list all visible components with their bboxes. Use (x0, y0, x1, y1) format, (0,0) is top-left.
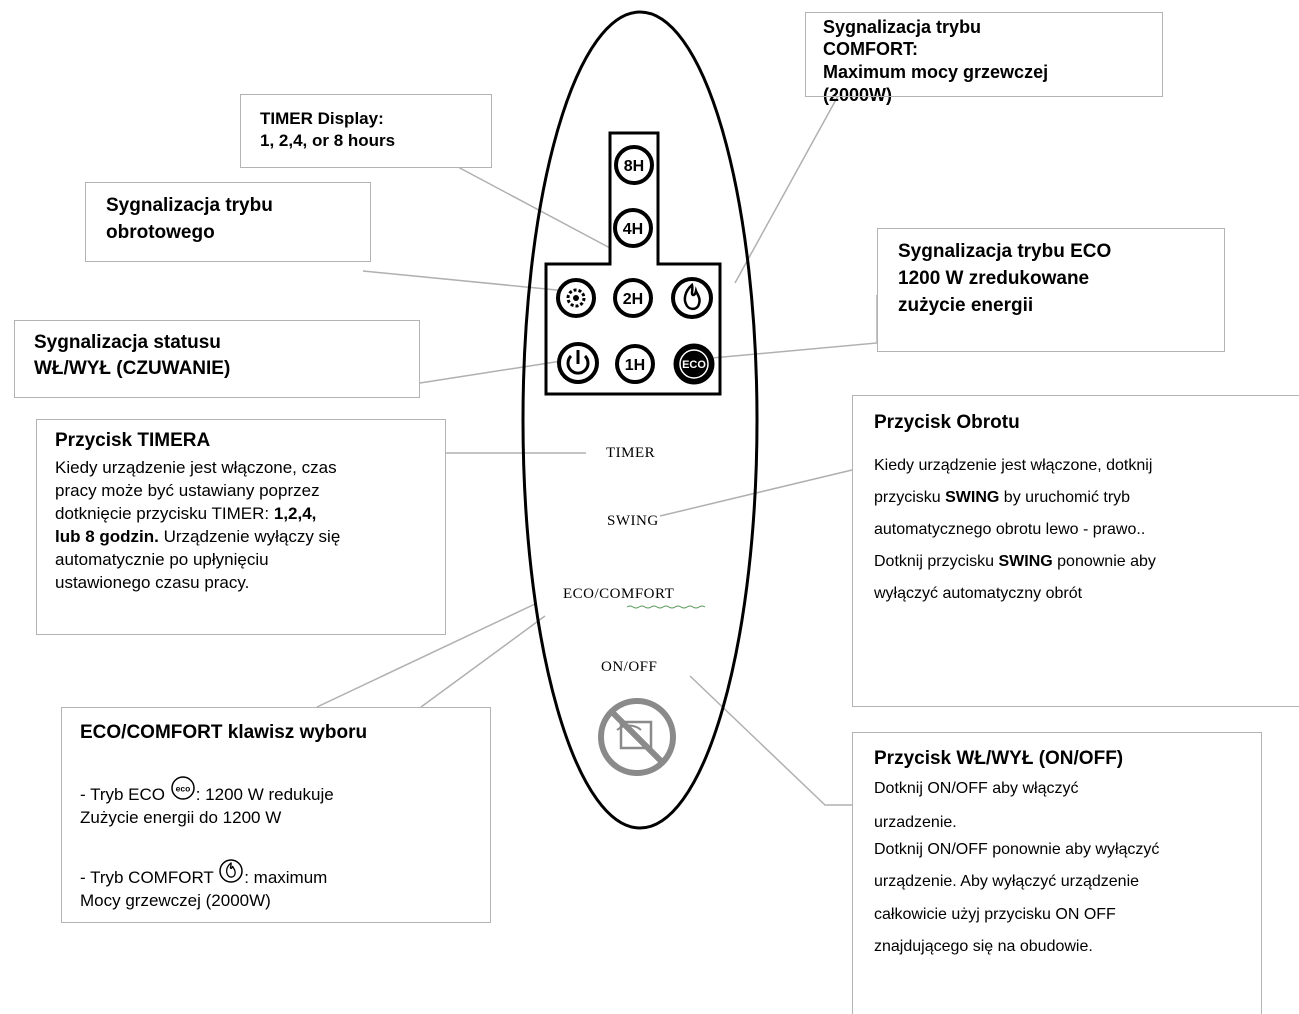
callout-timer-display: TIMER Display: 1, 2,4, or 8 hours (240, 94, 492, 168)
swing-icon (556, 278, 596, 318)
timer-button-title: Przycisk TIMERA (55, 430, 211, 451)
eco-comfort-l3b: : maximum (244, 868, 328, 887)
eco-comfort-l1b: : 1200 W redukuje (195, 785, 334, 804)
swing-button-l4c: ponownie aby (1052, 553, 1156, 570)
timer-4h-button[interactable]: 4H (613, 208, 653, 248)
eco-comfort-l3: - Tryb COMFORT : maximum (80, 858, 328, 889)
onoff-l6: znajdującego się na obudowie. (874, 938, 1093, 955)
callout-swing-mode: Sygnalizacja trybu obrotowego (85, 182, 371, 262)
swing-button-l2c: by uruchomić tryb (999, 489, 1131, 506)
callout-onoff-button: Przycisk WŁ/WYŁ (ON/OFF) Dotknij ON/OFF … (852, 732, 1262, 1014)
callout-swing-button: Przycisk Obrotu Kiedy urządzenie jest wł… (852, 395, 1299, 707)
power-icon (557, 342, 599, 384)
onoff-l5: całkowicie użyj przycisku ON OFF (874, 906, 1116, 923)
eco-comfort-l4: Mocy grzewczej (2000W) (80, 891, 271, 910)
eco-mode-line3: zużycie energii (898, 295, 1034, 316)
timer-button-l2: pracy może być ustawiany poprzez (55, 481, 320, 500)
timer-4h-label: 4H (623, 221, 643, 238)
timer-button-label[interactable]: TIMER (606, 445, 656, 461)
swing-button-l2b: SWING (945, 489, 1000, 506)
comfort-small-icon (219, 858, 243, 883)
timer-1h-button[interactable]: 1H (615, 344, 655, 384)
eco-comfort-l1: - Tryb ECO eco : 1200 W redukuje (80, 775, 334, 806)
swing-mode-line1: Sygnalizacja trybu (106, 195, 273, 216)
callout-timer-button: Przycisk TIMERA Kiedy urządzenie jest wł… (36, 419, 446, 635)
eco-comfort-l2: Zużycie energii do 1200 W (80, 808, 282, 827)
swing-button-l1: Kiedy urządzenie jest włączone, dotknij (874, 457, 1153, 474)
eco-icon: ECO (673, 343, 715, 385)
comfort-line3: Maximum mocy grzewczej (823, 62, 1049, 82)
remote-outline (521, 10, 759, 830)
swing-mode-line2: obrotowego (106, 222, 215, 243)
onoff-l2: urzadzenie. (874, 814, 957, 831)
timer-1h-label: 1H (625, 357, 645, 374)
eco-comfort-l1a: - Tryb ECO (80, 785, 170, 804)
onoff-l4: urządzenie. Aby wyłączyć urządzenie (874, 873, 1140, 890)
status-line1: Sygnalizacja statusu (34, 332, 221, 353)
onoff-button-label[interactable]: ON/OFF (601, 659, 658, 675)
callout-eco-mode: Sygnalizacja trybu ECO 1200 W zredukowan… (877, 228, 1225, 352)
eco-comfort-button-label[interactable]: ECO/COMFORT (563, 586, 675, 602)
status-line2: WŁ/WYŁ (CZUWANIE) (34, 358, 231, 379)
timer-button-l3a: dotknięcie przycisku TIMER: (55, 504, 274, 523)
swing-button-title: Przycisk Obrotu (874, 412, 1020, 433)
eco-button-label: ECO (682, 359, 706, 371)
callout-status: Sygnalizacja statusu WŁ/WYŁ (CZUWANIE) (14, 320, 420, 398)
eco-comfort-l3a: - Tryb COMFORT (80, 868, 219, 887)
swing-button-l4a: Dotknij przycisku (874, 553, 999, 570)
onoff-l3: Dotknij ON/OFF ponownie aby wyłączyć (874, 841, 1160, 858)
onoff-l1: Dotknij ON/OFF aby włączyć (874, 780, 1079, 797)
swing-button-l2a: przycisku (874, 489, 946, 506)
button-panel (544, 131, 722, 396)
eco-mode-line1: Sygnalizacja trybu ECO (898, 241, 1112, 262)
callout-comfort-mode: Sygnalizacja trybu COMFORT: Maximum mocy… (805, 12, 1163, 105)
onoff-title: Przycisk WŁ/WYŁ (ON/OFF) (874, 748, 1124, 769)
eco-comfort-title: ECO/COMFORT klawisz wyboru (80, 722, 368, 743)
timer-button-l4a: lub 8 godzin. (55, 527, 159, 546)
timer-display-line2: 1, 2,4, or 8 hours (260, 131, 396, 150)
comfort-line2: COMFORT: (823, 39, 918, 59)
comfort-line4: (2000W) (823, 85, 893, 105)
swing-button-l4: Dotknij przycisku SWING ponownie aby (874, 546, 1156, 577)
timer-display-line1: TIMER Display: (260, 109, 384, 128)
timer-button-l4b: Urządzenie wyłączy się (158, 527, 341, 546)
swing-button-l5: wyłączyć automatyczny obrót (874, 585, 1083, 602)
swing-button-l4b: SWING (998, 553, 1053, 570)
swing-button-label[interactable]: SWING (607, 513, 659, 529)
callout-eco-comfort-key: ECO/COMFORT klawisz wyboru - Tryb ECO ec… (61, 707, 491, 923)
timer-button-l5: automatycznie po upłynięciu (55, 550, 269, 569)
timer-2h-button[interactable]: 2H (613, 278, 653, 318)
comfort-line1: Sygnalizacja trybu (823, 17, 982, 37)
swing-button-l2: przycisku SWING by uruchomić tryb (874, 482, 1130, 513)
no-cover-icon (598, 698, 676, 776)
timer-button-l4: lub 8 godzin. Urządzenie wyłączy się (55, 526, 340, 548)
timer-button-l3: dotknięcie przycisku TIMER: 1,2,4, (55, 503, 316, 525)
timer-button-l3b: 1,2,4, (273, 504, 317, 523)
comfort-flame-icon (671, 277, 713, 319)
swing-button-l3: automatycznego obrotu lewo - prawo.. (874, 521, 1146, 538)
timer-button-l1: Kiedy urządzenie jest włączone, czas (55, 458, 337, 477)
svg-text:eco: eco (175, 783, 190, 793)
eco-small-icon: eco (170, 775, 195, 800)
spell-underline (626, 605, 706, 609)
timer-button-l6: ustawionego czasu pracy. (55, 573, 250, 592)
timer-8h-button[interactable]: 8H (614, 145, 654, 185)
timer-2h-label: 2H (623, 291, 643, 308)
timer-8h-label: 8H (624, 158, 644, 175)
eco-mode-line2: 1200 W zredukowane (898, 268, 1090, 289)
